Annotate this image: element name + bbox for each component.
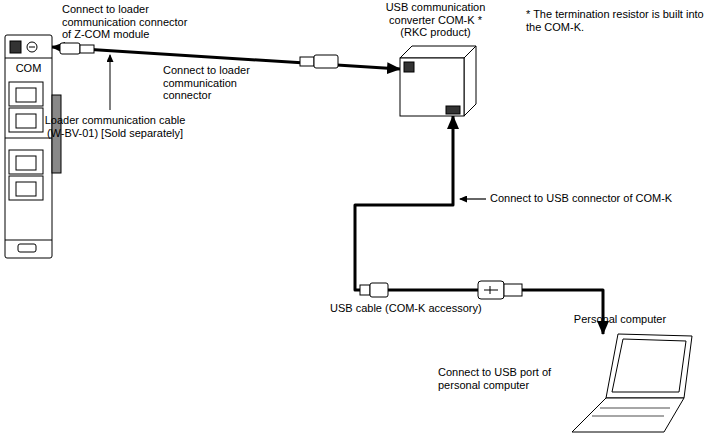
com-k-converter [400,46,476,116]
device-label: Personal computer [550,313,690,326]
callout-text: Connect to USB port of personal computer [438,366,556,391]
usb-cable-plugs [360,281,522,299]
z-com-module [5,35,61,258]
cable-connector [355,116,603,334]
device-label: USB communication converter COM-K * (RKC… [378,1,493,39]
callout-text: Connect to loader communication connecto… [163,64,263,102]
callout-text: Connect to USB connector of COM-K [490,192,672,205]
note-text: * The termination resistor is built into… [526,8,711,33]
part-name: Loader communication cable (W-BV-01) [So… [40,114,190,139]
module-label: COM [5,62,52,75]
callout-text: Connect to loader communication connecto… [62,3,194,41]
laptop [572,334,692,432]
part-name: USB cable (COM-K accessory) [330,302,482,315]
device-node: USB communication converter COM-K * (RKC… [400,46,476,116]
device-node: Personal computer [566,334,694,434]
device-node: COM [5,35,52,258]
